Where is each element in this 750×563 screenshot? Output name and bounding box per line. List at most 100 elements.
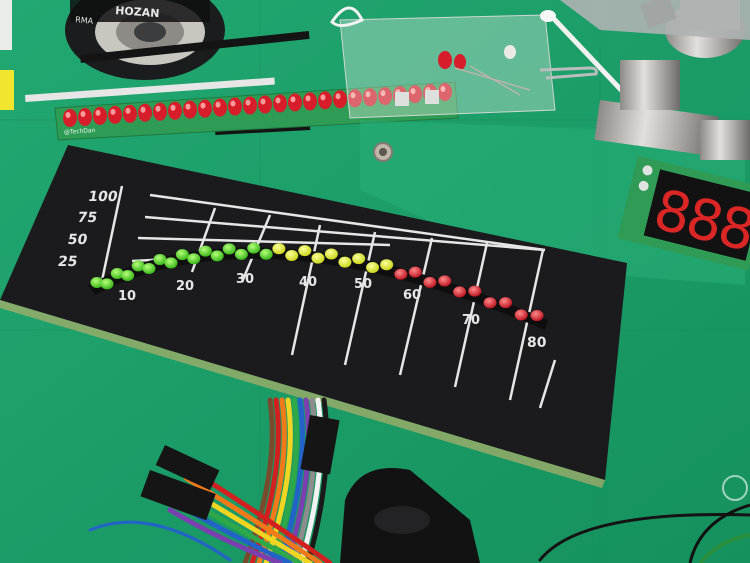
green-led	[259, 248, 273, 260]
yellow-led	[352, 253, 366, 265]
green-led	[222, 243, 236, 255]
pcb-red-led	[153, 102, 167, 121]
pcb-red-led-highlight	[215, 101, 221, 108]
gauge-grid	[98, 185, 557, 409]
green-led	[164, 257, 178, 269]
ribbon-cables	[88, 397, 750, 563]
yellow-led	[324, 248, 338, 260]
pcb-red-led-highlight	[230, 100, 236, 107]
pcb-red-led-highlight	[245, 99, 251, 106]
pcb-red-led-highlight	[440, 86, 446, 92]
x-label-50: 50	[354, 277, 372, 292]
pcb-red-led-highlight	[275, 97, 281, 104]
gauge-panel: 100 75 50 25 10 20 30 40 50 60 70 80	[0, 145, 627, 488]
pcb-red-led-highlight	[350, 92, 356, 99]
green-led	[247, 242, 261, 254]
pcb-red-led-highlight	[260, 98, 266, 105]
pcb-red-led	[258, 95, 272, 114]
green-led	[110, 268, 124, 279]
pcb-red-led	[288, 93, 302, 112]
pcb-silkscreen: @TechDan	[64, 127, 96, 136]
yellow-led	[380, 259, 394, 271]
x-label-70: 70	[462, 313, 480, 328]
pcb-red-led	[138, 103, 152, 122]
pcb-red-led-highlight	[305, 95, 311, 102]
red-led	[408, 266, 422, 278]
pcb-red-led-highlight	[140, 106, 146, 113]
yellow-led	[311, 252, 325, 264]
pcb-red-led-highlight	[185, 103, 191, 110]
pcb-red-led	[78, 107, 92, 126]
pcb-red-led-highlight	[380, 90, 386, 97]
pcb-red-led-highlight	[170, 104, 176, 111]
red-led	[499, 297, 513, 309]
green-led	[131, 260, 145, 272]
seven-segment-module: 8 8 8	[617, 155, 750, 271]
pcb-red-led	[303, 92, 317, 111]
pcb-red-led	[228, 97, 242, 116]
yellow-led	[338, 256, 352, 268]
bottom-right-cables	[698, 533, 750, 563]
esd-logo-mark	[722, 475, 748, 501]
red-led	[438, 275, 452, 287]
pcb-red-led-highlight	[320, 94, 326, 101]
pcb-red-leds	[63, 83, 452, 127]
pcb-button-2	[425, 90, 439, 104]
yellow-led	[285, 250, 299, 261]
black-wire	[688, 503, 750, 563]
x-label-40: 40	[299, 275, 317, 290]
pcb-red-led	[183, 100, 197, 119]
pin-header-white	[24, 77, 275, 102]
y-label-100: 100	[87, 189, 119, 205]
x-label-80: 80	[527, 335, 547, 351]
yellow-tool-edge	[0, 70, 14, 110]
pcb-red-led-highlight	[125, 107, 131, 114]
pcb-red-led	[273, 94, 287, 113]
green-led	[121, 270, 135, 281]
red-led	[514, 309, 528, 321]
x-label-20: 20	[176, 279, 194, 294]
pcb-red-led	[108, 105, 122, 124]
pcb-red-led-highlight	[80, 110, 86, 117]
yellow-led	[298, 245, 312, 257]
pcb-red-led-highlight	[200, 102, 206, 109]
red-led	[394, 268, 408, 280]
x-label-30: 30	[236, 272, 254, 287]
green-led	[187, 253, 201, 265]
white-string	[330, 6, 365, 27]
pin-header-black-1	[80, 30, 310, 63]
spool-label-top: HOZAN	[115, 4, 160, 20]
green-led	[90, 277, 104, 289]
pcb-red-led	[213, 98, 227, 117]
pcb-red-led-highlight	[65, 112, 71, 118]
pcb-red-led	[243, 96, 257, 115]
dupont-connectors	[140, 415, 340, 521]
pcb-red-led-highlight	[335, 93, 341, 100]
green-led	[210, 250, 224, 262]
pcb-red-led-highlight	[110, 108, 116, 115]
pcb-red-led-highlight	[95, 109, 101, 116]
pcb-red-led-highlight	[410, 88, 416, 95]
paperclip	[539, 66, 598, 80]
pcb-button-1	[395, 92, 409, 106]
green-led	[142, 263, 156, 275]
spool-label-side: RMA	[75, 15, 94, 26]
red-led	[468, 285, 482, 297]
green-led	[100, 278, 114, 290]
pcb-red-led-highlight	[365, 91, 371, 98]
yellow-led	[272, 243, 286, 255]
x-label-10: 10	[118, 289, 136, 304]
pcb-red-led-highlight	[155, 105, 161, 112]
y-label-25: 25	[56, 254, 78, 270]
pcb-red-led	[63, 109, 77, 127]
pcb-red-led-highlight	[290, 96, 296, 103]
gauge-leds	[90, 242, 544, 322]
pcb-red-led	[318, 91, 332, 110]
y-label-50: 50	[66, 232, 88, 248]
pcb-red-led	[168, 101, 182, 120]
pcb-red-led	[333, 90, 347, 109]
white-tool-edge	[0, 0, 12, 50]
green-led	[153, 254, 167, 266]
cotton-swab-tip	[540, 10, 556, 22]
